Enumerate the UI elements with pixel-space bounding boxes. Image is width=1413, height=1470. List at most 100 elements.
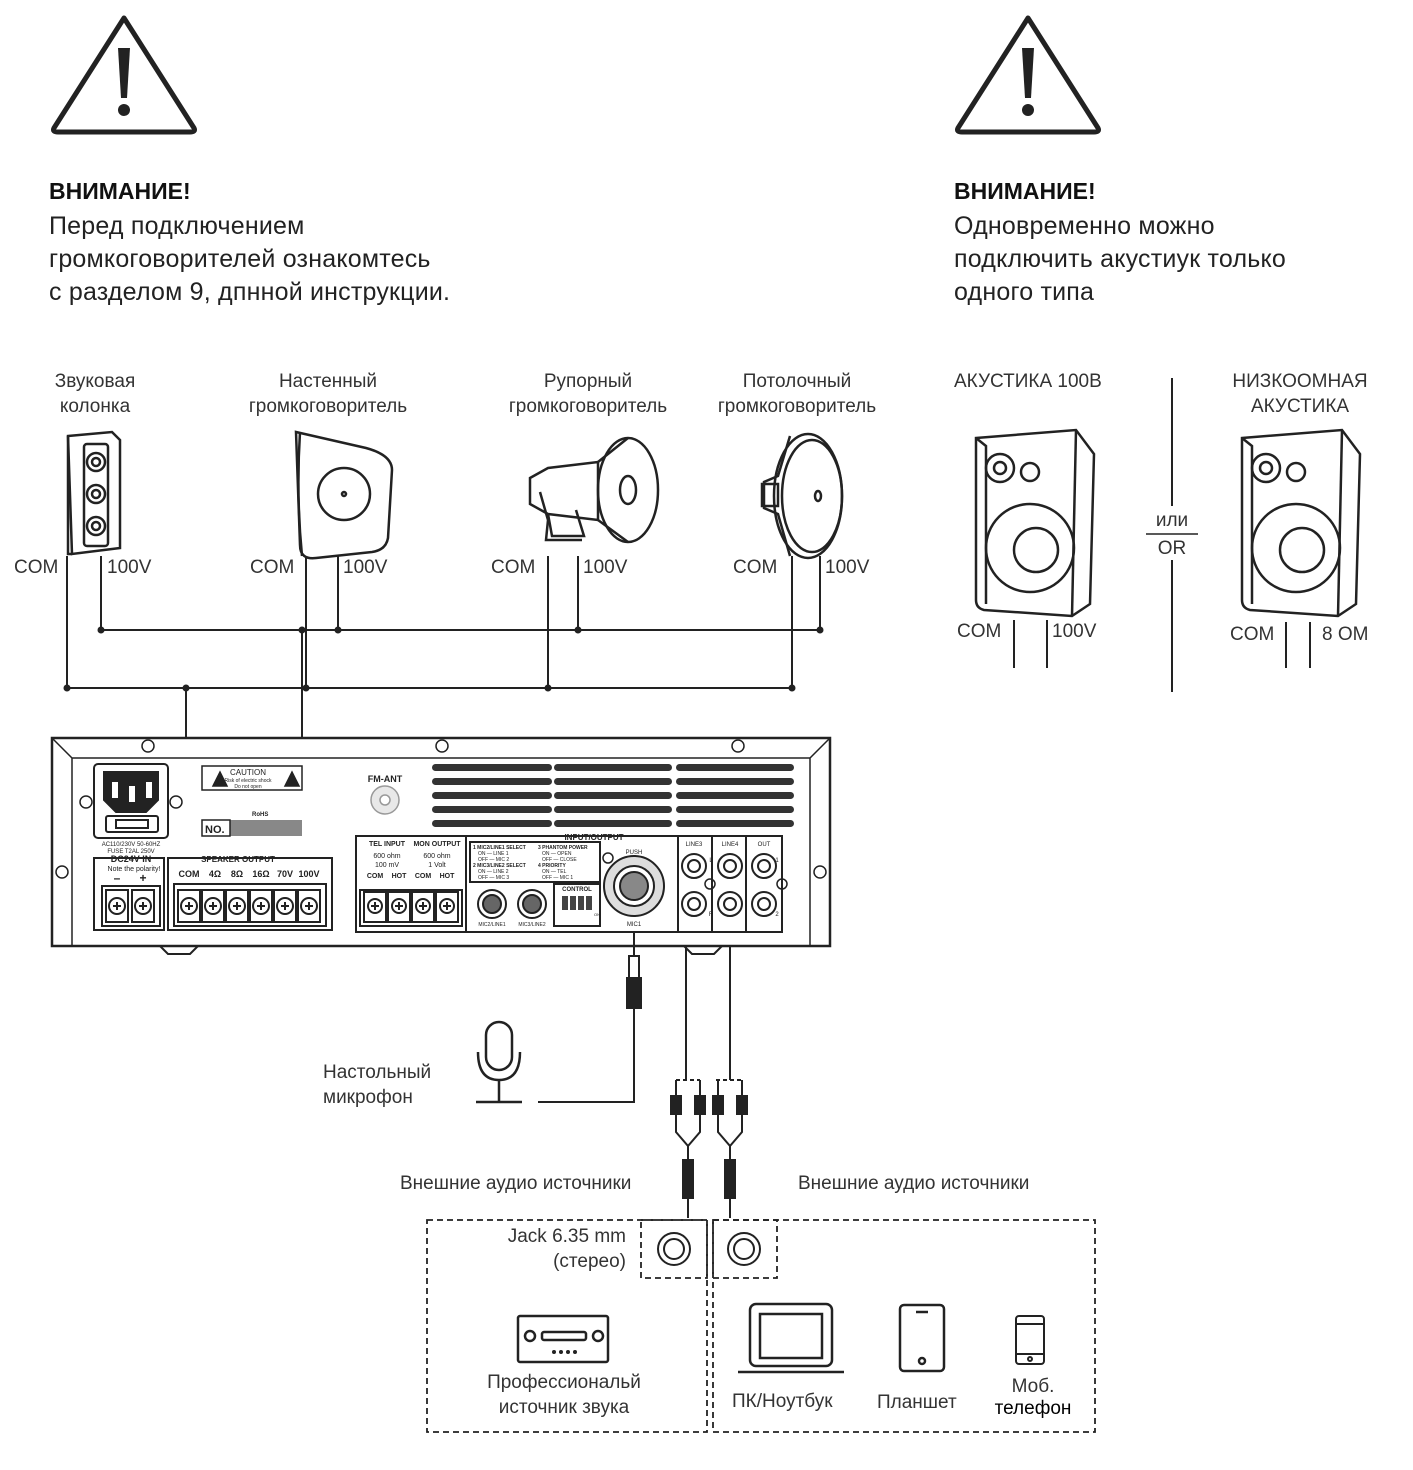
fuse-label: FUSE T2AL 250V — [107, 849, 154, 855]
caution-label — [201, 765, 303, 791]
fm-ant-label: FM-ANT — [368, 774, 403, 784]
v100-label: 100V — [107, 557, 152, 578]
laptop-icon — [738, 1302, 844, 1374]
warning-line: подключить акустиук только — [954, 245, 1286, 273]
com-label: COM — [1230, 624, 1275, 645]
spk-term-label: 70V — [277, 869, 293, 879]
svg-text:OFF — MIC 1: OFF — MIC 1 — [542, 875, 573, 881]
jack-label: Jack 6.35 mm(стерео) — [507, 1226, 626, 1272]
v100-label: 100V — [1052, 621, 1097, 642]
svg-text:100 mV: 100 mV — [375, 862, 399, 869]
mic1-label: MIC1 — [627, 922, 642, 928]
warning-title-left: ВНИМАНИЕ! — [49, 178, 191, 204]
input-output-label: INPUT/OUTPUT — [564, 833, 623, 842]
caution-sub: Do not open — [234, 784, 261, 790]
com-label: COM — [957, 621, 1002, 642]
ohm8-label: 8 ОМ — [1322, 624, 1369, 645]
wall-speaker-icon — [294, 430, 394, 560]
serial-label: NO. — [205, 824, 225, 836]
acoustics-wiring — [1013, 378, 1311, 692]
push-label: PUSH — [626, 850, 643, 856]
tablet-label: Планшет — [877, 1392, 957, 1413]
warning-icon — [955, 15, 1101, 135]
svg-text:2 MIC3/LINE2 SELECT: 2 MIC3/LINE2 SELECT — [473, 863, 526, 869]
svg-text:OFF — CLOSE: OFF — CLOSE — [542, 857, 577, 863]
ext-sources-label-right: Внешние аудио источники — [798, 1173, 1030, 1194]
fuse-label: AC110/230V 50-60HZ — [102, 842, 161, 848]
jack-socket-icon — [657, 1232, 761, 1266]
warning-line: Одновременно можно — [954, 212, 1215, 240]
svg-text:R: R — [709, 912, 714, 918]
v100-label: 100V — [343, 557, 388, 578]
warning-text-left: Перед подключением громкоговорителей озн… — [49, 210, 450, 309]
com-label: COM — [14, 557, 59, 578]
wire-junctions — [63, 626, 824, 692]
spk-term-label: 4Ω — [209, 869, 221, 879]
spk-term-label: 100V — [298, 869, 319, 879]
warning-line: с разделом 9, дпнной инструкции. — [49, 278, 451, 306]
caution-sub: Risk of electric shock — [225, 778, 272, 784]
dc-input-terminal — [93, 857, 165, 931]
microphone-icon — [476, 1020, 522, 1104]
v100-label: 100V — [825, 557, 870, 578]
svg-text:600 ohm: 600 ohm — [373, 853, 400, 860]
phone-icon — [1015, 1315, 1045, 1365]
power-socket — [93, 763, 169, 839]
or-en-label: OR — [1157, 538, 1187, 559]
screw-icon — [55, 739, 827, 890]
control-label: CONTROL — [562, 887, 592, 893]
svg-text:L: L — [709, 858, 713, 864]
svg-text:+: + — [139, 871, 146, 885]
ceiling-speaker-icon — [760, 432, 844, 560]
spk-term-label: COM — [179, 869, 200, 879]
v100-label: 100V — [583, 557, 628, 578]
warning-icon — [51, 15, 197, 135]
warning-line: Перед подключением — [49, 212, 305, 240]
spk-term-label: 8Ω — [231, 869, 243, 879]
warning-title-right: ВНИМАНИЕ! — [954, 178, 1096, 204]
svg-text:ON — LINE 1: ON — LINE 1 — [478, 851, 509, 857]
svg-text:3 PHANTOM POWER: 3 PHANTOM POWER — [538, 845, 588, 851]
warning-text-right: Одновременно можно подключить акустиук т… — [954, 210, 1286, 309]
caution-title: CAUTION — [230, 768, 266, 777]
or-ru-label: или — [1155, 510, 1189, 531]
mic-cable — [538, 932, 642, 1103]
com-label: COM — [250, 557, 295, 578]
svg-text:–: – — [114, 871, 121, 885]
dc-in-label: DC24V IN — [111, 854, 152, 864]
speaker-output-label: SPEAKER OUTPUT — [201, 855, 275, 864]
svg-text:HOT: HOT — [440, 873, 456, 880]
svg-text:ON: ON — [594, 912, 600, 917]
sound-column-icon — [66, 430, 122, 556]
warning-line: одного типа — [954, 278, 1095, 306]
source-boxes — [426, 1219, 1096, 1433]
line4-label: LINE4 — [722, 842, 739, 848]
spk-term-label: 16Ω — [252, 869, 269, 879]
svg-text:1 MIC2/LINE1 SELECT: 1 MIC2/LINE1 SELECT — [473, 845, 526, 851]
mic2-line1-label: MIC2/LINE1 — [478, 922, 505, 928]
tablet-icon — [898, 1303, 946, 1373]
svg-text:OFF — MIC 3: OFF — MIC 3 — [478, 875, 509, 881]
svg-text:ON — OPEN: ON — OPEN — [542, 851, 572, 857]
polarity-note: Note the polarity! — [108, 866, 161, 873]
svg-text:COM: COM — [367, 873, 384, 880]
phone-label: Моб.телефон — [994, 1376, 1072, 1419]
mon-output-label: MON OUTPUT — [413, 841, 461, 848]
speaker-100v-icon — [974, 428, 1096, 618]
svg-text:4 PRIORITY: 4 PRIORITY — [538, 863, 566, 869]
acoustics-100v-title: АКУСТИКА 100В — [954, 371, 1102, 392]
line3-label: LINE3 — [686, 842, 703, 848]
svg-text:OFF — MIC 2: OFF — MIC 2 — [478, 857, 509, 863]
svg-text:HOT: HOT — [392, 873, 408, 880]
vents — [432, 764, 794, 827]
svg-text:1: 1 — [775, 858, 779, 864]
rohs-label: RoHS — [252, 812, 268, 818]
pc-label: ПК/Ноутбук — [732, 1391, 833, 1412]
